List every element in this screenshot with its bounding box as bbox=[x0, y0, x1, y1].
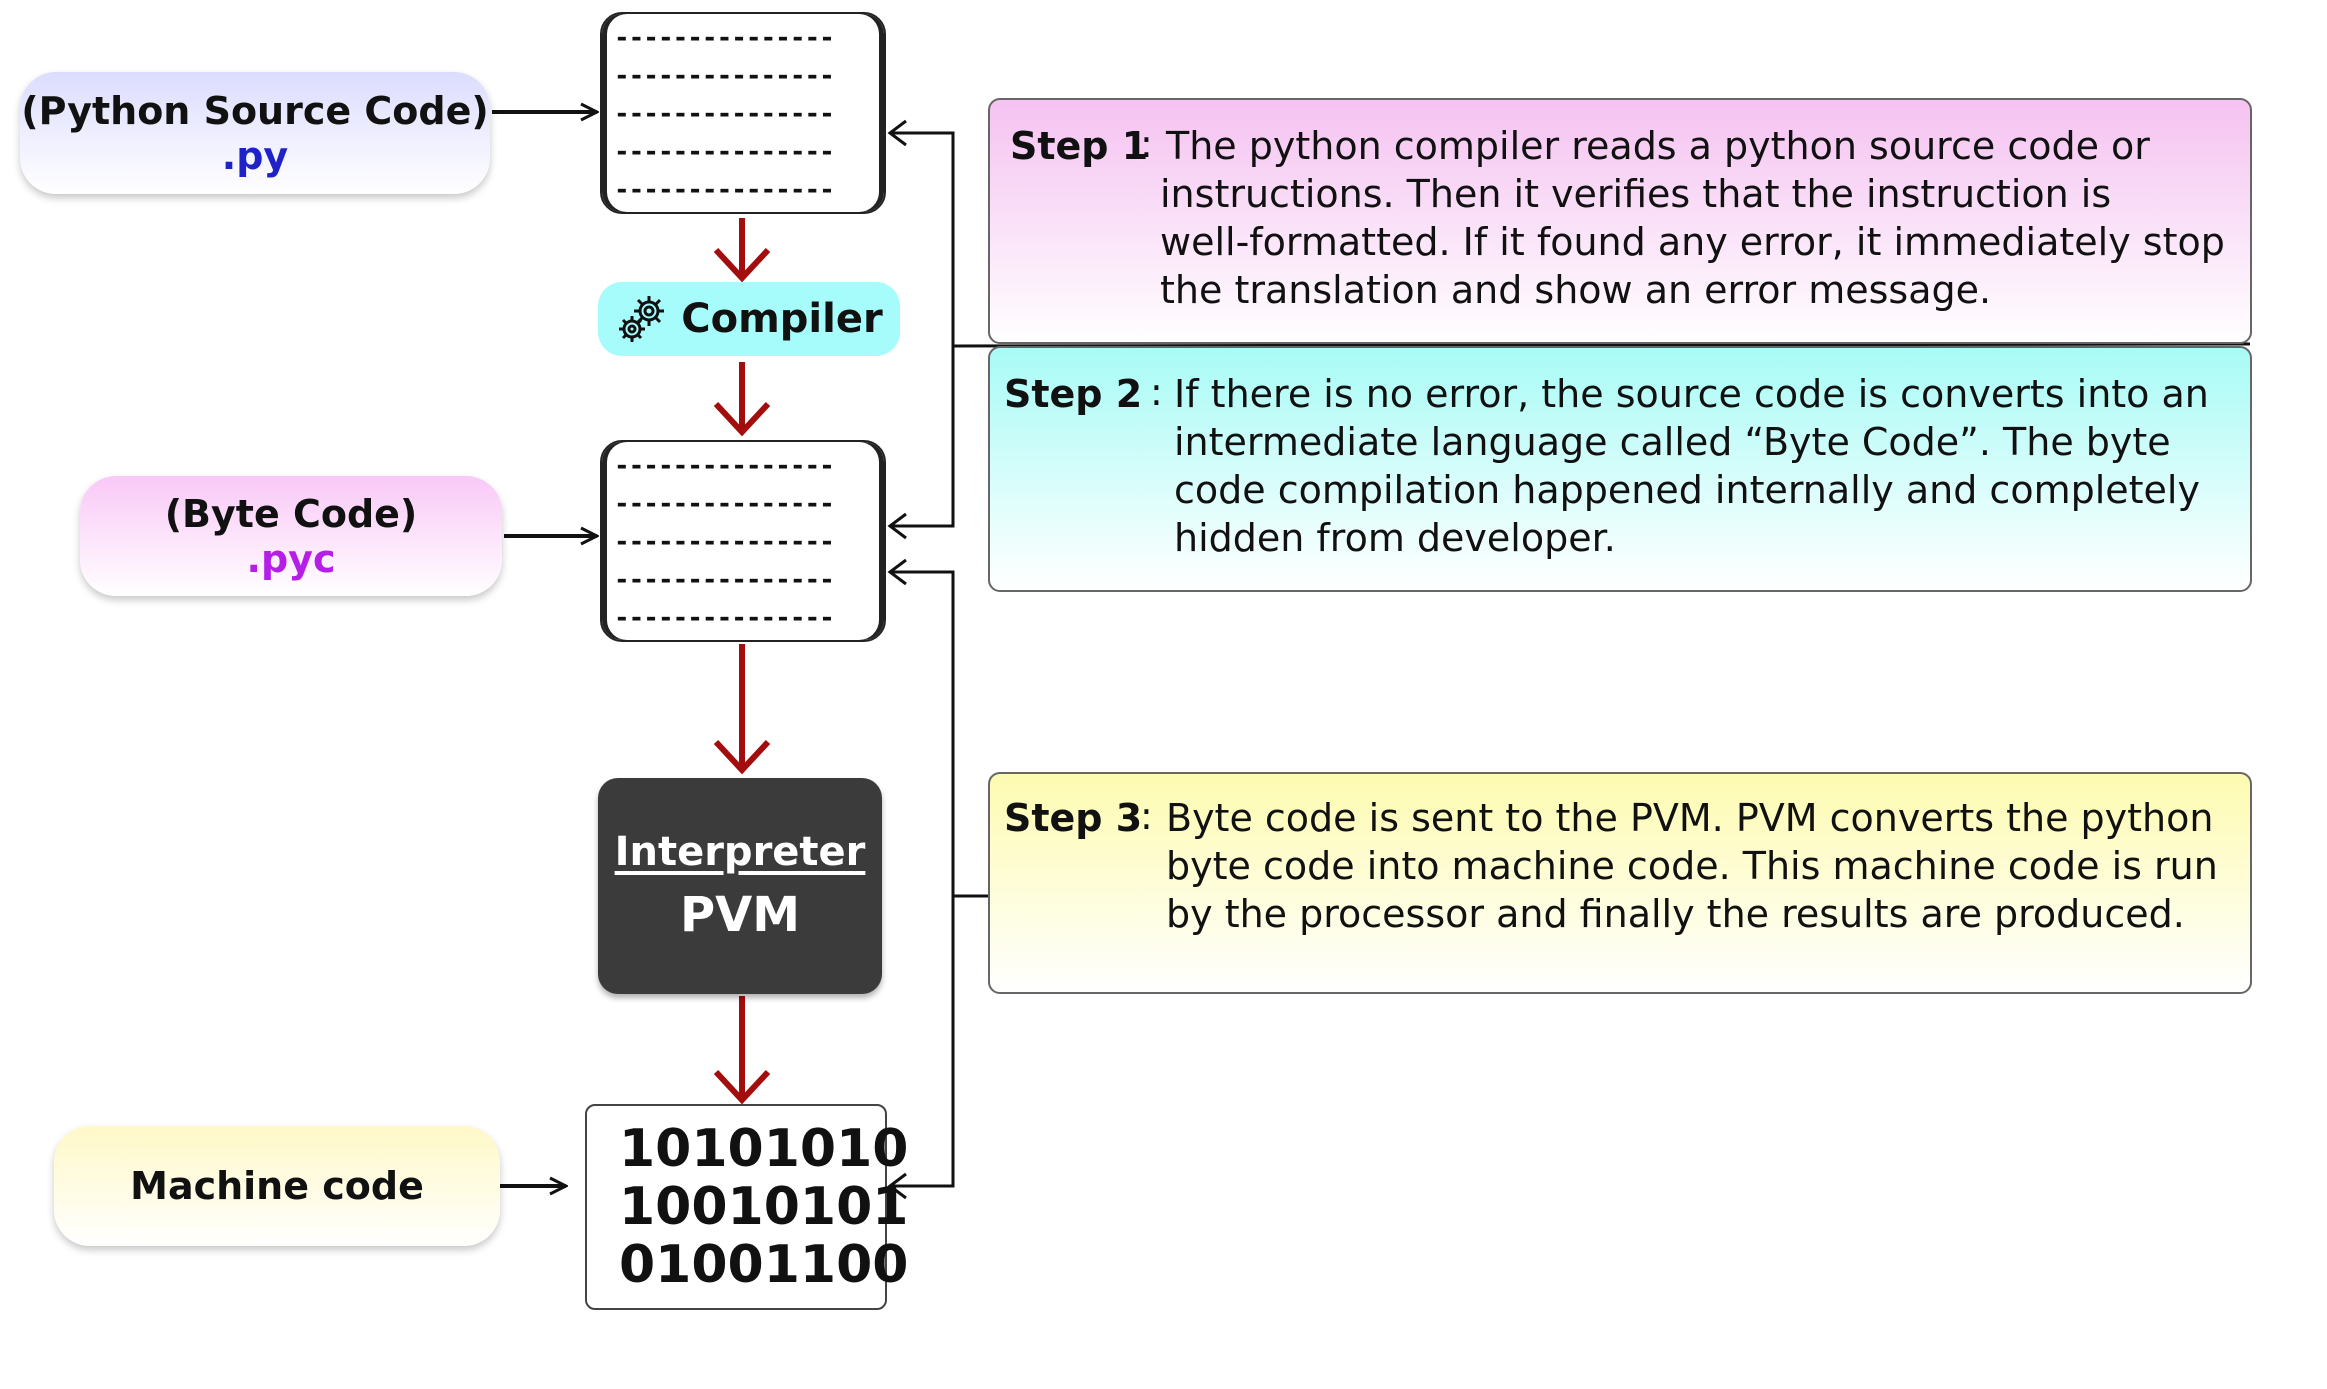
step-2-separator: : bbox=[1150, 370, 1163, 414]
step-1-separator: : bbox=[1140, 122, 1153, 166]
interpreter-pvm-node: Interpreter PVM bbox=[598, 778, 882, 994]
bracket-step3 bbox=[890, 570, 955, 1188]
bracket-step12-head-top bbox=[887, 119, 907, 147]
step-1-line: the translation and show an error messag… bbox=[1160, 268, 1992, 312]
doc-line: --------------- bbox=[614, 61, 835, 91]
step12-tick bbox=[952, 342, 2251, 348]
interpreter-label: Interpreter bbox=[614, 829, 866, 875]
machine-code-label: Machine code bbox=[54, 1126, 500, 1246]
bracket-step3-head-top bbox=[887, 558, 907, 586]
python-source-label: (Python Source Code) .py bbox=[20, 72, 490, 194]
step-1-line: The python compiler reads a python sourc… bbox=[1166, 124, 2150, 168]
step-1-line: instructions. Then it verifies that the … bbox=[1160, 172, 2112, 216]
flow-arrow-doc-to-compiler-head bbox=[713, 247, 771, 283]
step-2-line: code compilation happened internally and… bbox=[1174, 468, 2200, 512]
step-2-line: intermediate language called “Byte Code”… bbox=[1174, 420, 2171, 464]
compiler-label: Compiler bbox=[681, 296, 883, 342]
byte-code-text: (Byte Code) bbox=[164, 492, 418, 536]
step-2-panel: Step 2 : If there is no error, the sourc… bbox=[988, 346, 2252, 592]
doc-line: --------------- bbox=[614, 603, 835, 633]
machine-code-text: Machine code bbox=[130, 1164, 424, 1208]
doc-line: --------------- bbox=[614, 565, 835, 595]
doc-line: --------------- bbox=[614, 451, 835, 481]
step-2-line: If there is no error, the source code is… bbox=[1174, 372, 2209, 416]
gear-icon bbox=[619, 296, 665, 342]
binary-line: 10101010 bbox=[619, 1119, 909, 1179]
bracket-step3-head-bottom bbox=[887, 1172, 907, 1200]
py-extension: .py bbox=[221, 134, 289, 178]
step-1-label: Step 1 bbox=[1010, 124, 1149, 168]
step-3-line: byte code into machine code. This machin… bbox=[1166, 844, 2218, 888]
bracket-step12 bbox=[890, 131, 955, 528]
doc-line: --------------- bbox=[614, 99, 835, 129]
compiler-node: Compiler bbox=[598, 282, 900, 356]
pyc-extension: .pyc bbox=[246, 537, 336, 581]
doc-line: --------------- bbox=[614, 23, 835, 53]
step-3-label: Step 3 bbox=[1004, 796, 1143, 840]
source-code-document: --------------- --------------- --------… bbox=[600, 12, 886, 214]
step-3-separator: : bbox=[1140, 794, 1153, 838]
step-2-line: hidden from developer. bbox=[1174, 516, 1616, 560]
bracket-step12-head-bottom bbox=[887, 512, 907, 540]
doc-line: --------------- bbox=[614, 137, 835, 167]
flow-arrow-compiler-to-byte-head bbox=[713, 401, 771, 437]
byte-code-document: --------------- --------------- --------… bbox=[600, 440, 886, 642]
step-1-panel: Step 1 : The python compiler reads a pyt… bbox=[988, 98, 2252, 344]
step-3-panel: Step 3 : Byte code is sent to the PVM. P… bbox=[988, 772, 2252, 994]
doc-line: --------------- bbox=[614, 175, 835, 205]
binary-line: 10010101 bbox=[619, 1177, 909, 1237]
flow-arrow-pvm-to-machine-head bbox=[713, 1069, 771, 1105]
flow-arrow-byte-to-pvm-head bbox=[713, 739, 771, 775]
python-source-text: (Python Source Code) bbox=[21, 89, 489, 133]
pvm-label: PVM bbox=[679, 887, 801, 943]
step-3-line: Byte code is sent to the PVM. PVM conver… bbox=[1166, 796, 2214, 840]
step-1-line: well-formatted. If it found any error, i… bbox=[1160, 220, 2225, 264]
doc-line: --------------- bbox=[614, 527, 835, 557]
machine-code-box: 10101010 10010101 01001100 bbox=[585, 1104, 909, 1310]
byte-code-label: (Byte Code) .pyc bbox=[80, 476, 502, 596]
doc-line: --------------- bbox=[614, 489, 835, 519]
binary-line: 01001100 bbox=[619, 1235, 909, 1295]
step-2-label: Step 2 bbox=[1004, 372, 1143, 416]
step-3-line: by the processor and finally the results… bbox=[1166, 892, 2185, 936]
